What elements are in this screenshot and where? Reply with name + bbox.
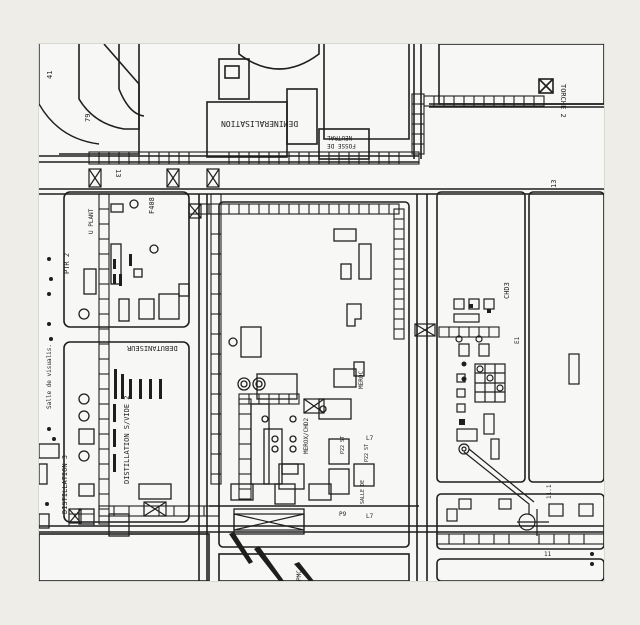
neutral-label: NEUTRAL xyxy=(327,134,353,141)
number-11-label: 11 xyxy=(544,551,552,558)
salle-visualis-label: Salle de visualis. xyxy=(46,343,53,409)
demineralisation-label: DEMINERALISATION xyxy=(221,119,299,128)
plan-photograph: DEMINERALISATION FOSSE DE NEUTRAL TORCHE… xyxy=(38,43,605,582)
number-41-label: 41 xyxy=(46,70,54,79)
site-plan-drawing xyxy=(39,44,604,581)
p9-label: P9 xyxy=(339,511,347,518)
f408-label: F408 xyxy=(148,197,156,214)
distillation-svide-label: DISTILLATION S/VIDE 2 xyxy=(123,395,131,484)
chd3-label: CHD3 xyxy=(503,282,511,299)
number-79-label: 79 xyxy=(84,113,92,122)
pmc-label: PMC xyxy=(296,570,303,581)
number-13-left-label: 13 xyxy=(114,169,122,178)
p22-second-label: P22 ST xyxy=(364,443,370,462)
ptr2-label: PTR 2 xyxy=(63,252,71,274)
debutaniseur-label: DEBUTANISEUR xyxy=(127,344,178,352)
distillation-3-label: DISTILLATION 3 xyxy=(61,454,69,514)
merox-label: MEROC xyxy=(358,370,365,389)
e1-label: E1 xyxy=(514,336,521,344)
p22-label: P22 ST xyxy=(340,435,346,454)
l7-second-label: L7 xyxy=(366,513,374,520)
fosse-label: FOSSE DE xyxy=(327,142,356,149)
number-13-right-label: 13 xyxy=(550,179,558,188)
u-plant-label: U PLANT xyxy=(88,208,95,234)
number-11-1-label: 11.1 xyxy=(546,484,553,499)
torche-label: TORCHE 2 xyxy=(559,84,567,118)
merox-chd2-label: MEROX/CHD2 xyxy=(303,417,310,454)
l7-label: L7 xyxy=(366,435,374,442)
salle-label: SALLE DE xyxy=(360,479,366,504)
